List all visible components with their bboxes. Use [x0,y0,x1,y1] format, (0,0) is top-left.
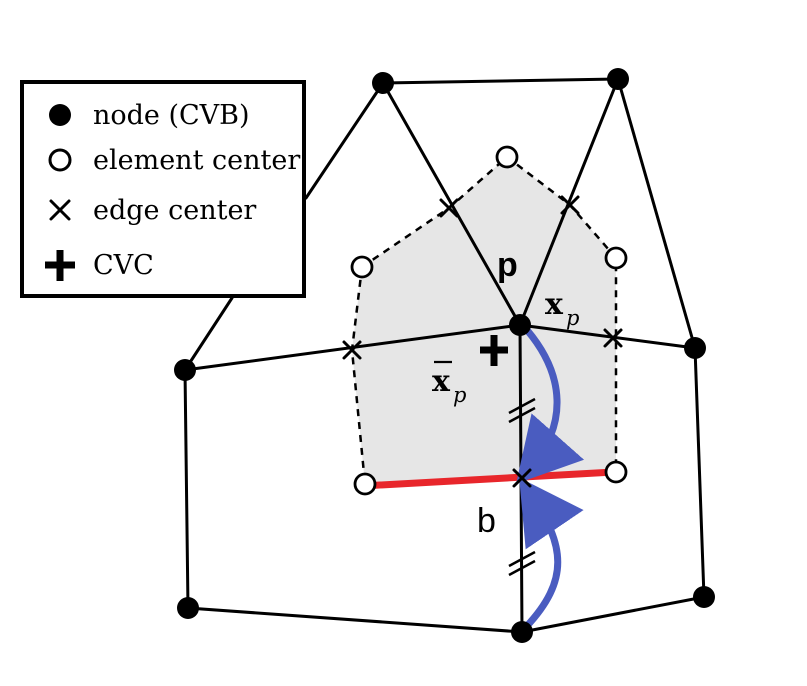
element-center-marker [604,246,628,270]
node-marker-b [511,621,533,643]
legend-frame [20,80,306,298]
legend-cvc-symbol [45,250,75,281]
edge-center-marker [342,340,362,360]
node-marker [607,68,629,90]
legend-node-symbol [49,104,71,126]
mesh-edge [304,81,385,200]
node-marker [174,359,196,381]
mesh-edge [616,77,697,350]
legend-element-center-symbol [48,148,72,172]
label-xbar-p: x p [432,360,466,407]
label-p: p [497,246,518,284]
svg-text:x: x [545,287,564,322]
control-volume-region [352,157,616,484]
cvc-marker [480,335,508,366]
edge-center-marker [512,468,532,488]
node-marker [177,597,199,619]
mesh-edge [693,346,706,599]
tick-mark [508,406,536,424]
edge-center-marker [560,195,580,215]
element-center-marker [495,145,519,169]
mesh-edge [518,323,697,350]
legend-edge-center-symbol [49,199,71,221]
element-centers [350,145,628,496]
legend: node (CVB) element center edge center CV… [20,80,306,298]
edge-center-marker [603,328,623,348]
equal-length-marks [508,397,536,577]
label-b: b [477,502,496,540]
mesh-edge [381,77,620,85]
tick-mark [508,397,536,415]
svg-text:p: p [566,306,579,330]
edge-center-marker [439,198,459,218]
legend-label-node: node (CVB) [93,100,250,131]
legend-label-element-center: element center [93,145,300,176]
node-marker [684,337,706,359]
svg-text:x: x [432,364,451,399]
element-center-marker [604,460,628,484]
mesh-nodes [174,68,715,643]
arrow-p-to-face [516,326,585,484]
arrow-b-to-face [519,477,584,631]
label-xp: x p [545,287,579,330]
legend-label-edge-center: edge center [93,195,256,226]
svg-text:p: p [453,383,466,407]
node-marker [372,72,394,94]
element-center-marker [353,472,377,496]
element-center-marker [350,255,374,279]
control-volume-boundary [361,155,618,472]
tick-mark [508,550,536,568]
tick-mark [508,559,536,577]
node-marker [693,586,715,608]
legend-label-cvc: CVC [93,250,154,281]
edge-centers [342,195,623,488]
mesh-edge [186,606,524,634]
node-marker-p [509,314,531,336]
mesh-edge [183,368,190,610]
mesh-edge [520,595,706,634]
mesh-edge [183,296,234,372]
